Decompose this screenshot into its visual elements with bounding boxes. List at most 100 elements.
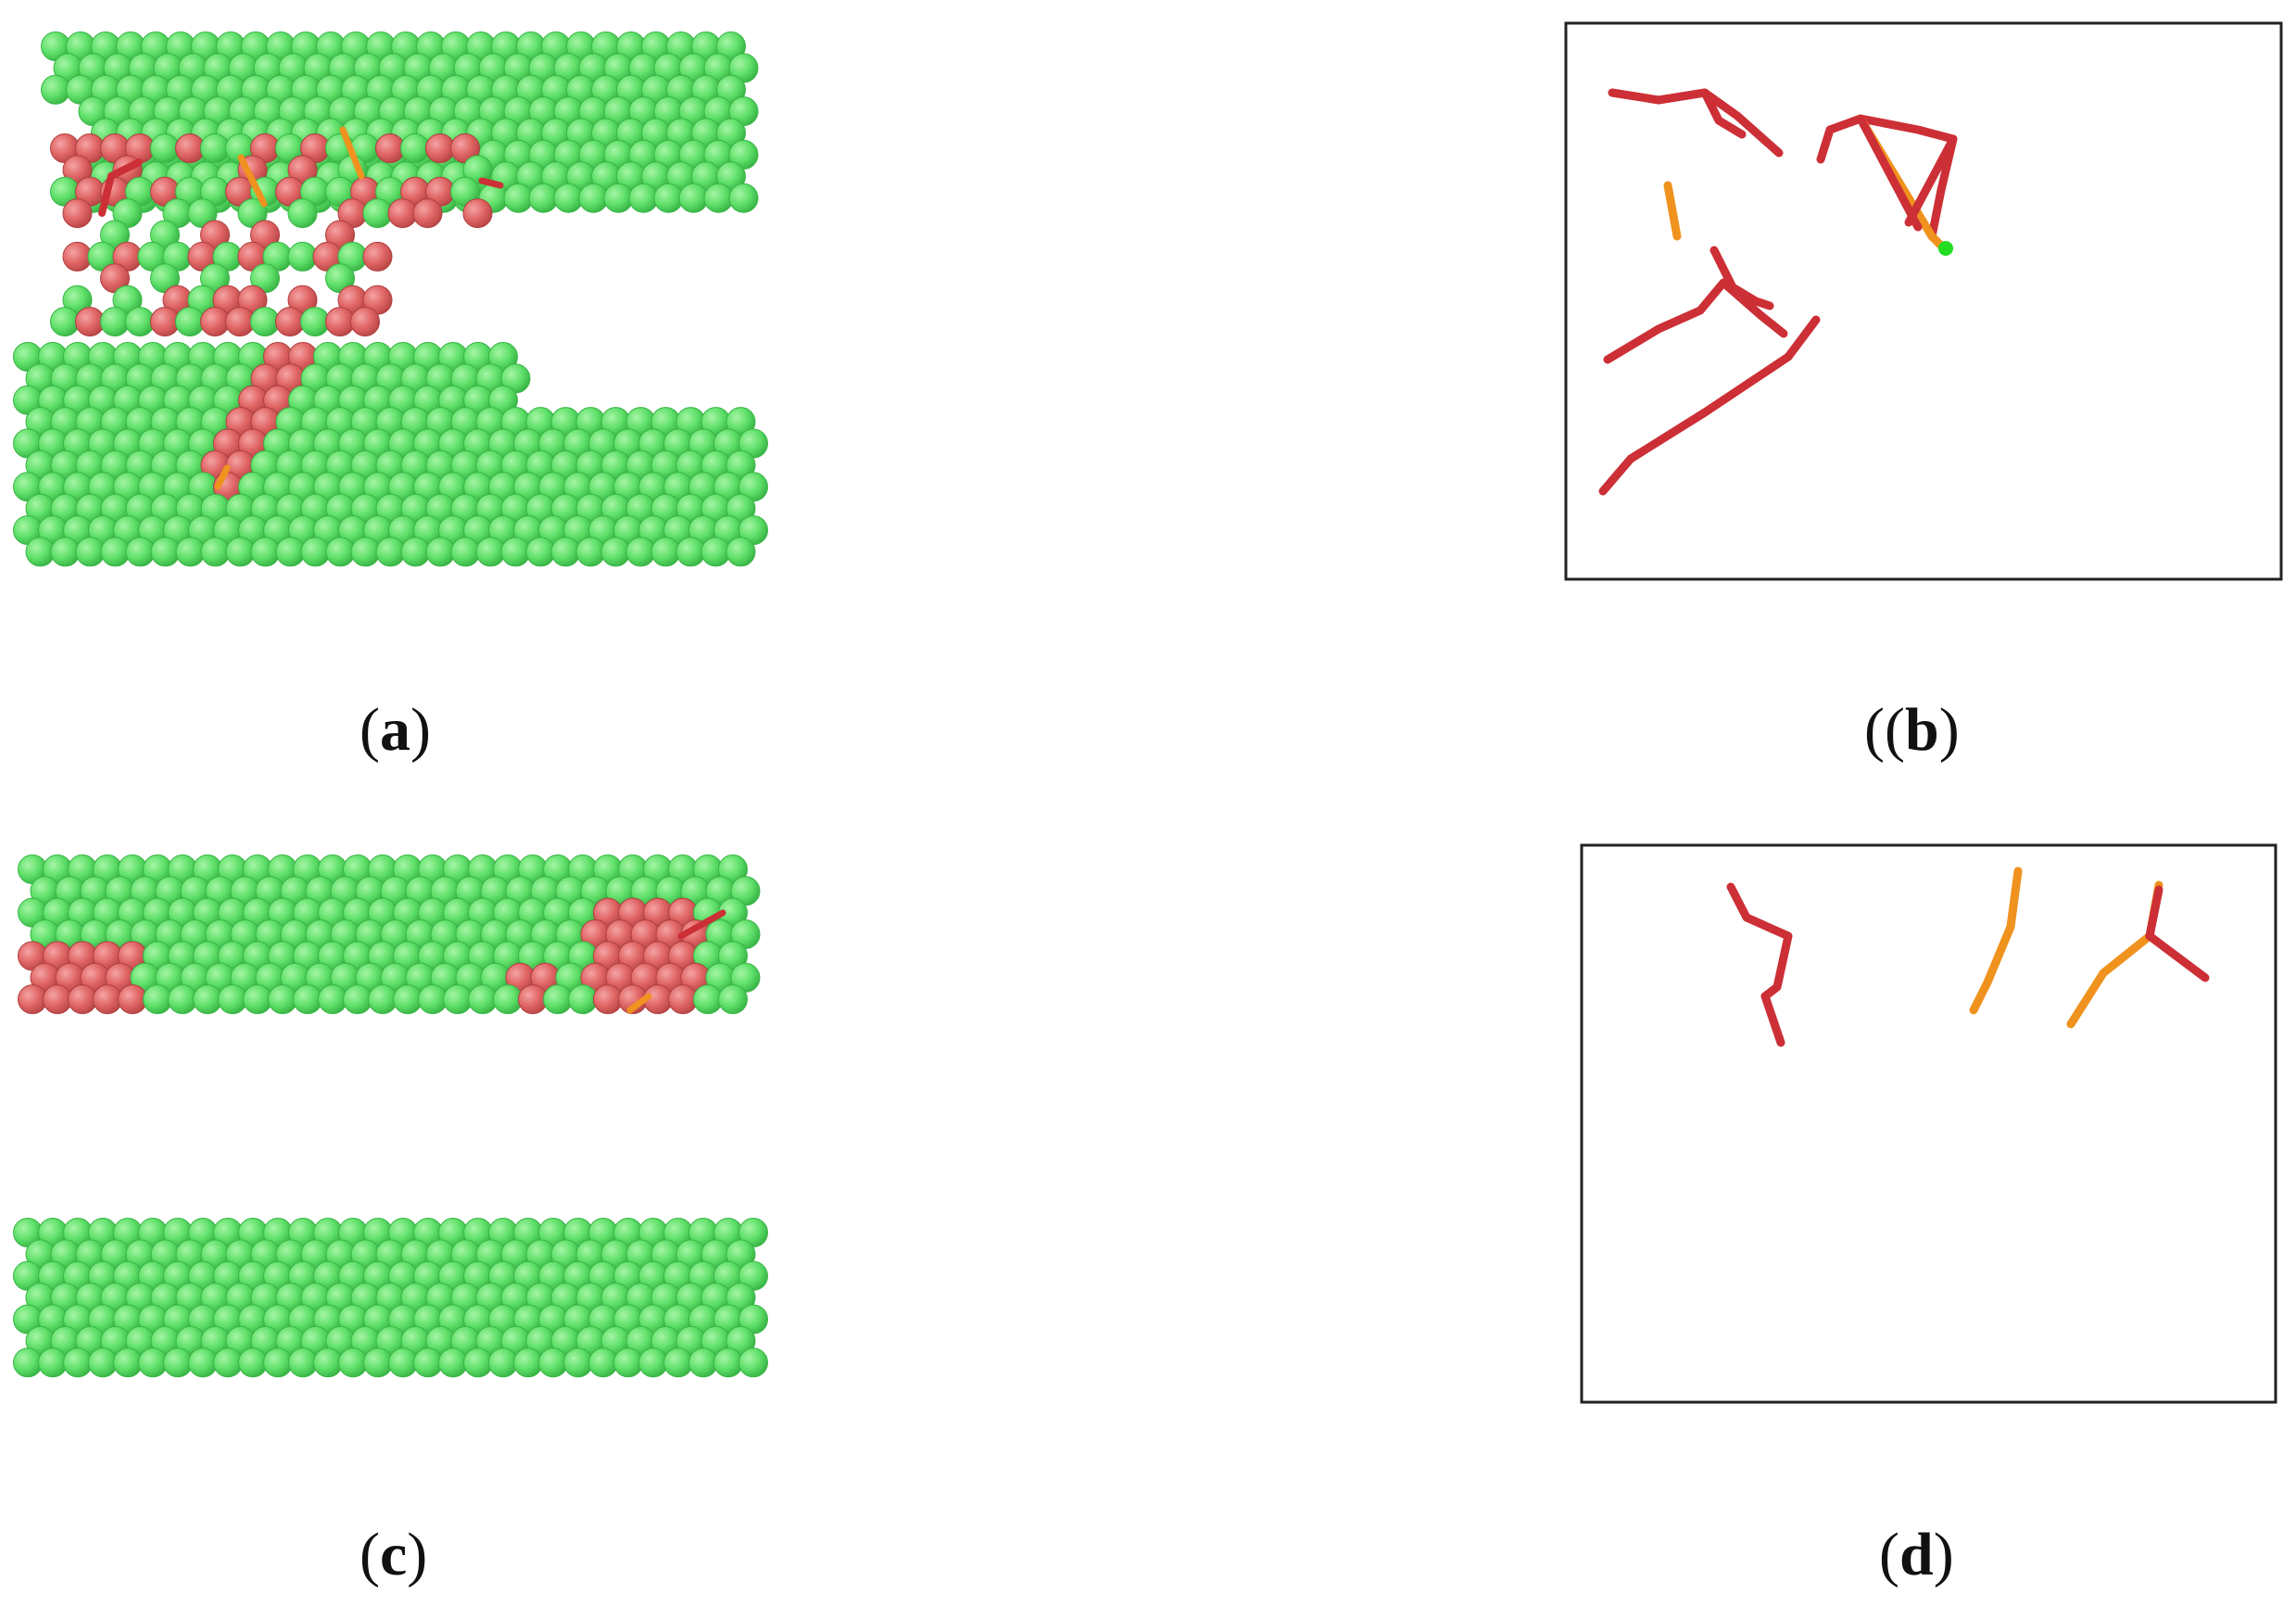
fcc-atom — [75, 537, 106, 567]
dislocation-segment — [237, 154, 268, 208]
defect-atom — [325, 307, 355, 337]
panel-label-a: (a) — [360, 696, 431, 764]
fcc-atom — [468, 984, 498, 1015]
fcc-atom — [653, 183, 684, 213]
fcc-atom — [343, 984, 372, 1015]
fcc-atom — [50, 307, 80, 337]
defect-atom — [425, 133, 455, 163]
fcc-atom — [475, 537, 506, 567]
fcc-atom — [368, 984, 397, 1015]
fcc-atom — [650, 537, 681, 567]
defect-atom — [275, 307, 305, 337]
fcc-atom — [125, 307, 155, 337]
fcc-atom — [213, 1348, 243, 1378]
panel-c-embedded-dislocations — [626, 909, 726, 1014]
fcc-atom — [225, 537, 256, 567]
fcc-atom — [175, 537, 206, 567]
dislocation-line — [1598, 315, 1821, 496]
fcc-atom — [25, 537, 56, 567]
defect-atom — [387, 198, 418, 229]
fcc-atom — [243, 984, 272, 1015]
fcc-atom — [638, 1348, 668, 1378]
fcc-atom — [550, 537, 581, 567]
fcc-atom — [393, 984, 423, 1015]
fcc-atom — [363, 1348, 393, 1378]
dislocation-segment — [478, 177, 504, 189]
dislocation-segment — [98, 158, 143, 217]
fcc-atom — [288, 1348, 318, 1378]
fcc-atom — [578, 183, 609, 213]
defect-atom — [18, 984, 47, 1015]
fcc-atom — [613, 1348, 643, 1378]
fcc-atom — [218, 984, 247, 1015]
fcc-atom — [425, 537, 456, 567]
fcc-atom — [500, 537, 531, 567]
fcc-atom — [143, 984, 172, 1015]
fcc-atom — [250, 537, 281, 567]
fcc-atom — [268, 984, 297, 1015]
fcc-atom — [693, 984, 723, 1015]
dislocation-line — [1709, 246, 1774, 310]
fcc-atom — [525, 537, 556, 567]
panel-b-frame — [1564, 21, 2283, 581]
fcc-atom — [150, 133, 180, 163]
fcc-atom — [628, 183, 659, 213]
dislocation-segment — [677, 909, 726, 940]
fcc-atom — [738, 1348, 768, 1378]
defect-atom — [175, 133, 205, 163]
panel-a-atomistic-snapshot — [13, 32, 768, 567]
fcc-atom — [325, 537, 356, 567]
panel-d-frame — [1580, 843, 2277, 1404]
panel-label-c: (c) — [360, 1521, 428, 1588]
fcc-atom — [38, 1348, 68, 1378]
fcc-atom — [688, 1348, 718, 1378]
defect-atom — [225, 307, 255, 337]
fcc-atom — [238, 1348, 268, 1378]
fcc-atom — [200, 133, 230, 163]
fcc-atom — [300, 537, 331, 567]
fcc-atom — [553, 183, 584, 213]
panel-label-d: (d) — [1879, 1521, 1954, 1588]
dislocation-line — [1700, 88, 1747, 139]
panel-c-atomistic-snapshot — [13, 854, 768, 1378]
fcc-atom — [400, 537, 431, 567]
fcc-atom — [193, 984, 222, 1015]
fcc-atom — [663, 1348, 693, 1378]
fcc-atom — [703, 183, 734, 213]
fcc-atom — [725, 537, 756, 567]
fcc-atom — [200, 537, 231, 567]
fcc-atom — [493, 984, 523, 1015]
fcc-atom — [100, 537, 131, 567]
fcc-atom — [450, 537, 481, 567]
fcc-atom — [400, 133, 430, 163]
fcc-atom — [318, 984, 347, 1015]
fcc-atom — [138, 1348, 168, 1378]
fcc-atom — [678, 183, 709, 213]
defect-atom — [518, 984, 548, 1015]
fcc-atom — [362, 198, 393, 229]
fcc-atom — [188, 1348, 218, 1378]
dislocation-segment — [339, 126, 365, 180]
fcc-atom — [175, 307, 205, 337]
dislocation-line — [1904, 134, 1958, 227]
fcc-atom — [388, 1348, 418, 1378]
defect-atom — [200, 307, 230, 337]
defect-atom — [62, 198, 93, 229]
panel-a-embedded-dislocations — [98, 126, 504, 490]
dislocation-line — [2145, 885, 2164, 941]
dislocation-segment — [214, 464, 231, 490]
dislocation-junction-node — [1938, 241, 1953, 256]
fcc-atom — [275, 537, 306, 567]
fcc-atom — [575, 537, 606, 567]
fcc-atom — [168, 984, 197, 1015]
defect-atom — [43, 984, 72, 1015]
fcc-atom — [50, 537, 81, 567]
fcc-atom — [250, 307, 280, 337]
fcc-atom — [718, 984, 748, 1015]
fcc-atom — [600, 537, 631, 567]
fcc-atom — [125, 537, 156, 567]
defect-atom — [362, 241, 393, 272]
defect-atom — [68, 984, 97, 1015]
dislocation-segment — [626, 993, 652, 1014]
fcc-atom — [503, 183, 534, 213]
